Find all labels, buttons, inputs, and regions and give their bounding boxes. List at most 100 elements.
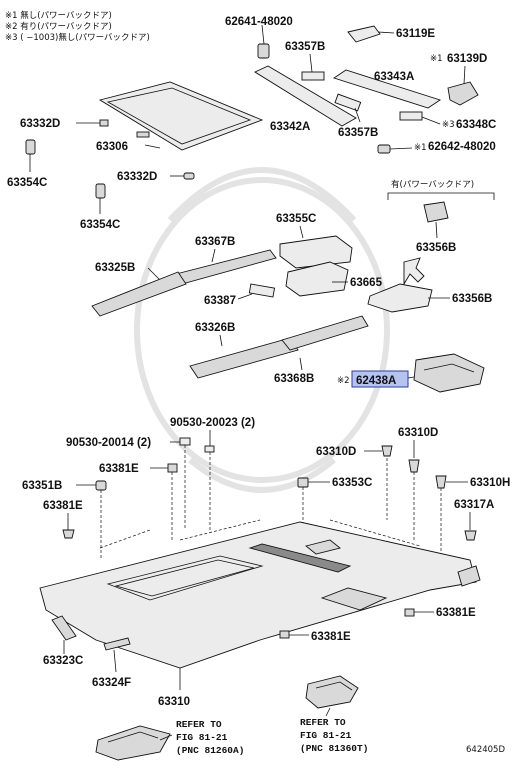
part-63367b [175,249,277,285]
note-1: ※1 無し(パワーバックドア) [5,10,112,21]
sunroof-opening [106,555,264,601]
headliner-63310 [39,521,477,669]
label-63356b-low: 63356B [452,293,492,305]
clip-62642 [377,144,391,154]
front-map-lamp [95,725,171,761]
label-63139d: 63139D [447,53,487,65]
rear-room-lamp [305,675,359,709]
label-63351b: 63351B [22,480,62,492]
part-63348c [399,111,423,121]
part-63310h [435,475,447,489]
part-63325b [91,271,187,317]
label-63310h: 63310H [470,477,510,489]
part-90530-20014 [179,437,191,446]
option-heading: 有(パワーバックドア) [391,179,474,190]
part-63306-handle [136,131,150,138]
part-63357b-top [301,71,325,81]
part-62438a [413,353,485,393]
label-63353c: 63353C [332,477,372,489]
label-63324f: 63324F [92,677,131,689]
label-63368b: 63368B [274,373,314,385]
part-63387 [248,283,276,298]
label-63665: 63665 [350,277,383,289]
part-63357b-low [334,93,362,112]
arrow-indicator [403,257,425,286]
part-63326b [189,337,299,379]
part-63306 [98,81,264,151]
label-63381e-right: 63381E [436,607,476,619]
note-2: ※2 有り(パワーバックドア) [5,21,112,32]
label-63356b-top: 63356B [416,242,456,254]
part-63354c-mid [95,183,106,199]
marker-2: ※2 [337,376,350,386]
highlight-62438a[interactable] [351,370,409,388]
label-63119e: 63119E [396,28,435,40]
part-63354c-top [25,139,36,155]
label-63381e-left: 63381E [43,500,83,512]
label-90530-20014: 90530-20014 (2) [66,437,151,449]
part-63665 [285,261,349,297]
part-63326b-rear [281,315,369,351]
label-62438a[interactable]: 62438A [356,375,396,387]
ref-right-line2[interactable]: FIG 81-21 [300,730,352,741]
part-63342a [254,65,357,127]
part-63323c [51,615,77,641]
part-63343a [332,69,442,109]
label-63310: 63310 [158,696,190,708]
part-63381e-left [62,529,75,539]
label-63348c: 63348C [456,119,496,131]
label-63332d-mid: 63332D [117,171,157,183]
label-63381e-bottom: 63381E [311,631,351,643]
label-63342a: 63342A [270,121,310,133]
marker-1b: ※1 [414,143,427,153]
ref-left-line1: REFER TO [176,719,222,730]
clip-62641 [257,43,270,59]
ref-left-line3: (PNC 81260A) [176,745,244,756]
label-63306: 63306 [96,141,128,153]
label-63310d-right: 63310D [398,427,438,439]
label-63343a: 63343A [374,71,414,83]
rear-lamp-recess [320,587,388,611]
part-63381e-bottom [279,630,290,639]
label-63367b: 63367B [195,236,235,248]
label-63332d-top: 63332D [20,118,60,130]
label-63357b-low: 63357B [338,127,378,139]
diagram-code: 642405D [466,745,505,755]
label-90530-20023: 90530-20023 (2) [170,417,255,429]
note-3: ※3 ( −1003)無し(パワーバックドア) [5,32,150,43]
part-63356b-low [367,283,433,313]
label-63325b: 63325B [95,262,135,274]
label-63355c: 63355C [276,213,316,225]
label-62641-48020: 62641-48020 [225,16,293,28]
headliner-rib [248,543,352,573]
label-63354c-top: 63354C [7,177,47,189]
part-63351b [95,480,107,491]
part-63317a [464,530,477,541]
label-63310d-left: 63310D [316,446,356,458]
part-90530-20023 [204,445,215,453]
label-63326b: 63326B [195,322,235,334]
part-63355c [279,235,353,269]
part-63310d-left [381,445,393,457]
ref-right-line1: REFER TO [300,717,346,728]
marker-1a: ※1 [430,54,443,64]
part-63310d-right [408,459,420,473]
part-63381e-upper [167,463,178,473]
headliner-console-base [305,539,341,555]
marker-3: ※3 [442,120,455,130]
ref-left-line2[interactable]: FIG 81-21 [176,732,228,743]
part-63332d-mid [183,172,195,180]
watermark [134,167,390,493]
label-62642-48020: 62642-48020 [428,141,496,153]
part-63381e-right [404,608,415,617]
rear-corner-trim [457,565,481,587]
part-63119e [347,25,381,43]
label-63357b-top: 63357B [285,41,325,53]
label-63381e-upper: 63381E [99,463,139,475]
ref-right-line3: (PNC 81360T) [300,743,368,754]
label-63354c-mid: 63354C [80,219,120,231]
option-bracket [387,192,495,200]
part-63324f [103,637,131,651]
